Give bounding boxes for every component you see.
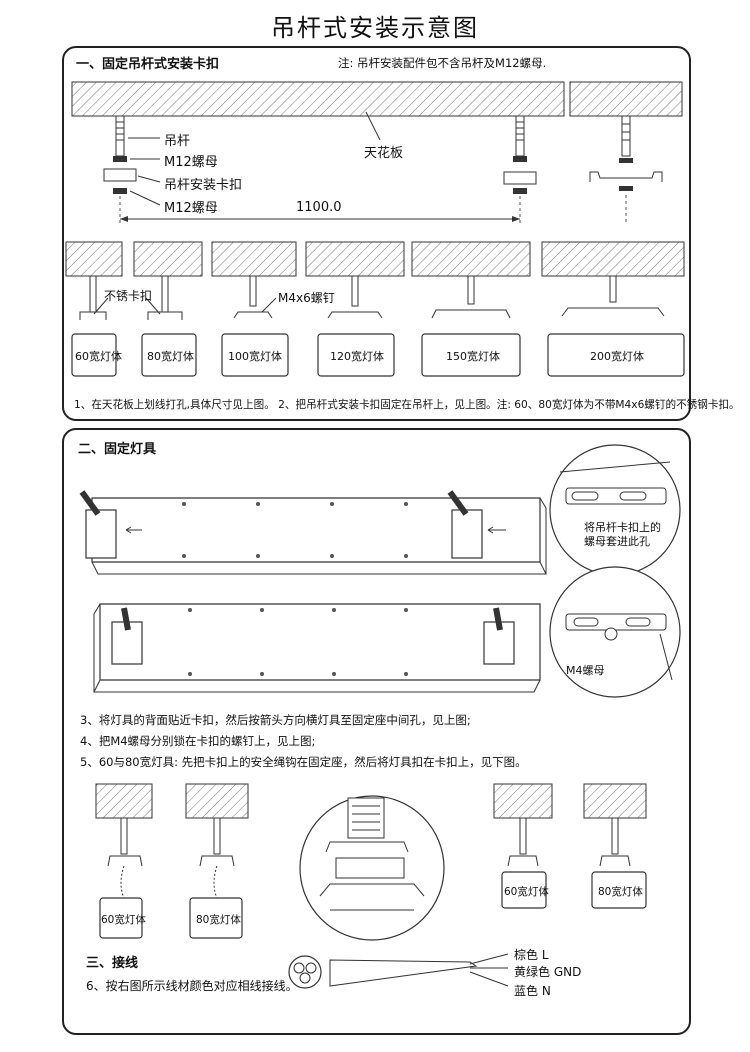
bottom-lamp-60-a bbox=[99, 897, 143, 939]
ceiling-slab-main bbox=[71, 81, 565, 117]
lamp-body-120 bbox=[317, 333, 395, 377]
section-3-heading: 三、接线 bbox=[86, 956, 139, 971]
bottom-width-60-a: 60宽灯体 bbox=[101, 914, 146, 926]
section-1-instruction: 1、在天花板上划线打孔,具体尺寸见上图。 2、把吊杆式安装卡扣固定在吊杆上，见上… bbox=[74, 399, 740, 411]
ceiling-slab-side bbox=[569, 81, 683, 117]
wire-bundle bbox=[329, 953, 509, 987]
width-label-80: 80宽灯体 bbox=[147, 350, 194, 363]
section-1-panel bbox=[62, 46, 691, 421]
wire-label-blue: 蓝色 N bbox=[514, 984, 551, 998]
bottom-lamp-80-a bbox=[189, 897, 243, 939]
section-2-panel bbox=[62, 428, 691, 1035]
label-screw: M4x6螺钉 bbox=[278, 291, 335, 305]
wire-label-brown: 棕色 L bbox=[514, 948, 549, 962]
step-4: 4、把M4螺母分别锁在卡扣的螺钉上，见上图; bbox=[80, 734, 316, 748]
label-stainless-clip: 不锈卡扣 bbox=[104, 289, 153, 303]
rod-assembly-right bbox=[503, 115, 537, 194]
lamp-body-200 bbox=[547, 333, 685, 377]
label-clip: 吊杆安装卡扣 bbox=[164, 178, 243, 193]
label-distance: 1100.0 bbox=[296, 200, 342, 215]
label-nut-bottom: M12螺母 bbox=[164, 201, 218, 216]
width-label-60: 60宽灯体 bbox=[75, 350, 122, 363]
bottom-width-80-b: 80宽灯体 bbox=[598, 886, 643, 898]
lamp-panel-bottom bbox=[93, 603, 541, 693]
lamp-body-60 bbox=[71, 333, 117, 377]
step-5: 5、60与80宽灯具: 先把卡扣上的安全绳钩在固定座，然后将灯具扣在卡扣上，见下… bbox=[80, 755, 527, 769]
callout-nut-hole: 将吊杆卡扣上的 螺母套进此孔 bbox=[584, 521, 661, 548]
bottom-width-60-b: 60宽灯体 bbox=[504, 886, 549, 898]
section-1-heading: 一、固定吊杆式安装卡扣 bbox=[76, 57, 220, 72]
width-label-200: 200宽灯体 bbox=[590, 350, 644, 363]
cable-cross-section bbox=[288, 955, 322, 989]
rod-assembly-side bbox=[589, 115, 663, 222]
lamp-body-100 bbox=[221, 333, 289, 377]
width-label-120: 120宽灯体 bbox=[330, 350, 384, 363]
label-nut-top: M12螺母 bbox=[164, 155, 218, 170]
section-2-heading: 二、固定灯具 bbox=[78, 442, 157, 457]
section-1-note: 注: 吊杆安装配件包不含吊杆及M12螺母. bbox=[338, 56, 547, 70]
bottom-lamp-60-b bbox=[501, 871, 547, 909]
section-3-instruction: 6、按右图所示线材颜色对应相线接线。 bbox=[86, 979, 298, 993]
bottom-lamp-80-b bbox=[591, 871, 647, 909]
wire-label-yellow-green: 黄绿色 GND bbox=[514, 965, 582, 979]
width-label-150: 150宽灯体 bbox=[446, 350, 500, 363]
lamp-body-150 bbox=[421, 333, 521, 377]
page-title: 吊杆式安装示意图 bbox=[271, 14, 479, 42]
label-rod: 吊杆 bbox=[164, 134, 191, 149]
width-label-100: 100宽灯体 bbox=[228, 350, 282, 363]
bottom-width-80-a: 80宽灯体 bbox=[196, 914, 241, 926]
step-3: 3、将灯具的背面贴近卡扣，然后按箭头方向横灯具至固定座中间孔，见上图; bbox=[80, 713, 471, 727]
callout-m4-nut: M4螺母 bbox=[566, 664, 605, 677]
label-ceiling: 天花板 bbox=[364, 146, 404, 161]
lamp-panel-top bbox=[79, 490, 547, 575]
lamp-body-80 bbox=[141, 333, 197, 377]
rod-assembly-left bbox=[103, 115, 137, 194]
